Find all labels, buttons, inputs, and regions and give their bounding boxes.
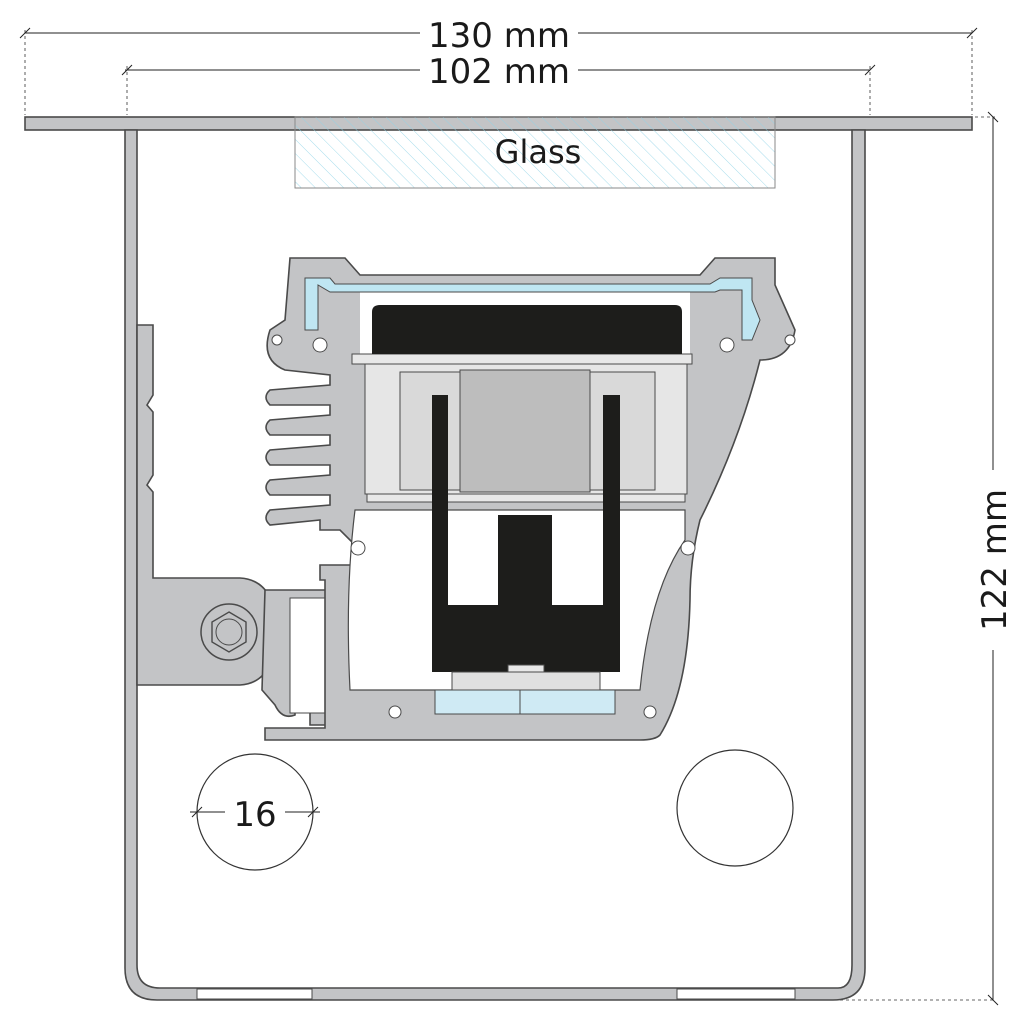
- glass-panel: [294, 116, 776, 189]
- housing-body: [124, 129, 866, 1001]
- dimension-130mm-label: 130 mm: [428, 16, 570, 56]
- dimension-122mm: [840, 111, 999, 1006]
- glass-label: Glass: [495, 133, 582, 171]
- dark-driver: [432, 395, 620, 672]
- cable-hole-right: [676, 749, 794, 867]
- dimension-102mm: [121, 64, 876, 115]
- mounting-bracket: [136, 324, 341, 726]
- dark-cover: [372, 305, 682, 354]
- led-module: [351, 305, 693, 715]
- dimension-130mm: [19, 27, 978, 115]
- dimension-102mm-label: 102 mm: [428, 52, 570, 92]
- seal: [304, 277, 761, 341]
- dimension-122mm-label: 122 mm: [975, 489, 1015, 631]
- hole-diameter-label: 16: [233, 795, 276, 835]
- dimension-16: [190, 806, 320, 818]
